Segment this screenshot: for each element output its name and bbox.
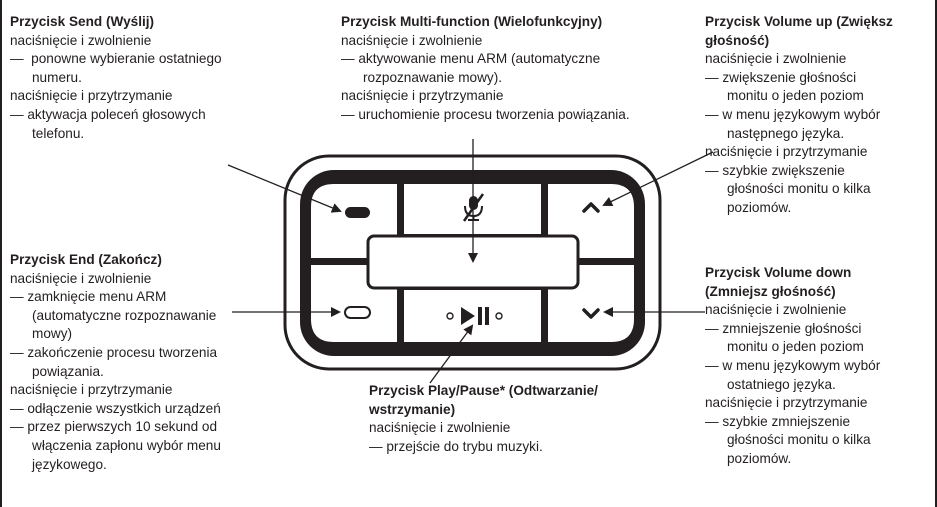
description-line: — zakończenie procesu tworzenia: [10, 344, 218, 360]
end-icon: [344, 306, 371, 319]
description-line: — przez pierwszych 10 sekund od: [10, 419, 218, 435]
voldown-title: Przycisk Volume down: [705, 265, 852, 280]
description-line: naciśnięcie i przytrzymanie: [10, 88, 173, 104]
volume-up-icon: [582, 202, 600, 213]
description-line: naciśnięcie i przytrzymanie: [705, 144, 868, 160]
description-line: ostatniego języka.: [727, 376, 836, 392]
description-line: telefonu.: [32, 125, 85, 141]
description-line: — zamknięcie menu ARM: [10, 289, 167, 305]
description-line: monitu o jeden poziom: [727, 339, 864, 355]
voldown-title-2: (Zmniejsz głośność): [705, 283, 836, 299]
description-line: — zmniejszenie głośności: [705, 320, 862, 336]
volume-down-icon: [582, 308, 600, 319]
send-lines: naciśnięcie i zwolnienie — ponowne wybier…: [10, 32, 222, 144]
description-line: poziomów.: [727, 450, 792, 466]
send-callout-arrow: [227, 164, 342, 213]
volup-title: Przycisk Volume up (Zwiększ: [705, 14, 893, 29]
multi-lines: naciśnięcie i zwolnienie — aktywowanie me…: [341, 32, 630, 125]
description-line: — aktywowanie menu ARM (automatyczne: [341, 51, 601, 67]
description-line: naciśnięcie i przytrzymanie: [10, 382, 173, 398]
end-lines: naciśnięcie i zwolnienie — zamknięcie men…: [10, 270, 221, 475]
description-line: mowy): [32, 326, 73, 342]
description-line: — przejście do trybu muzyki.: [369, 438, 543, 454]
description-line: naciśnięcie i przytrzymanie: [705, 395, 868, 411]
description-line: — uruchomienie procesu tworzenia powiąza…: [341, 106, 630, 122]
description-line: — zwiększenie głośności: [705, 69, 857, 85]
description-line: włączenia zapłonu wybór menu: [32, 437, 221, 453]
description-line: naciśnięcie i zwolnienie: [369, 420, 511, 436]
description-line: rozpoznawanie mowy).: [363, 69, 503, 85]
play-title: Przycisk Play/Pause* (Odtwarzanie/: [369, 383, 598, 398]
description-line: powiązania.: [32, 363, 104, 379]
play-button-description: Przycisk Play/Pause* (Odtwarzanie/ wstrz…: [369, 382, 598, 456]
voldown-lines: naciśnięcie i zwolnienie — zmniejszenie g…: [705, 301, 880, 468]
description-line: naciśnięcie i przytrzymanie: [341, 88, 504, 104]
description-line: numeru.: [32, 69, 82, 85]
description-line: — aktywacja poleceń głosowych: [10, 106, 206, 122]
volup-callout-arrow: [602, 151, 714, 206]
voldown-button-description: Przycisk Volume down (Zmniejsz głośność)…: [705, 264, 880, 469]
description-line: następnego języka.: [727, 125, 845, 141]
description-line: — w menu językowym wybór: [705, 357, 881, 373]
description-line: naciśnięcie i zwolnienie: [705, 51, 847, 67]
play-lines: naciśnięcie i zwolnienie — przejście do t…: [369, 419, 598, 456]
description-line: naciśnięcie i zwolnienie: [10, 32, 152, 48]
description-line: monitu o jeden poziom: [727, 88, 864, 104]
send-icon: [345, 207, 370, 218]
send-button-description: Przycisk Send (Wyślij) naciśnięcie i zwo…: [10, 13, 222, 143]
left-border-line: [0, 0, 2, 507]
play-title-2: wstrzymanie): [369, 401, 456, 417]
multi-button-description: Przycisk Multi-function (Wielofunkcyjny)…: [341, 13, 630, 125]
end-title: Przycisk End (Zakończ): [10, 252, 162, 267]
send-title: Przycisk Send (Wyślij): [10, 14, 155, 29]
description-line: naciśnięcie i zwolnienie: [10, 270, 152, 286]
play-pause-icon: [446, 307, 503, 325]
description-line: — szybkie zmniejszenie: [705, 413, 851, 429]
right-border-line: [935, 0, 937, 507]
description-line: językowego.: [32, 456, 107, 472]
description-line: — ponowne wybieranie ostatniego: [10, 51, 222, 67]
description-line: naciśnięcie i zwolnienie: [705, 302, 847, 318]
description-line: poziomów.: [727, 199, 792, 215]
description-line: (automatyczne rozpoznawanie: [32, 307, 217, 323]
description-line: głośności monitu o kilka: [727, 181, 871, 197]
volup-button-description: Przycisk Volume up (Zwiększ głośność) na…: [705, 13, 893, 218]
multi-title: Przycisk Multi-function (Wielofunkcyjny): [341, 14, 603, 29]
volup-lines: naciśnięcie i zwolnienie — zwiększenie gł…: [705, 50, 893, 217]
description-line: — w menu językowym wybór: [705, 106, 881, 122]
description-line: naciśnięcie i zwolnienie: [341, 32, 483, 48]
description-line: — szybkie zwiększenie: [705, 162, 845, 178]
play-callout-arrow: [429, 324, 474, 384]
description-line: głośności monitu o kilka: [727, 432, 871, 448]
description-line: — odłączenie wszystkich urządzeń: [10, 400, 221, 416]
end-button-description: Przycisk End (Zakończ) naciśnięcie i zwo…: [10, 251, 221, 474]
volup-title-2: głośność): [705, 32, 770, 48]
